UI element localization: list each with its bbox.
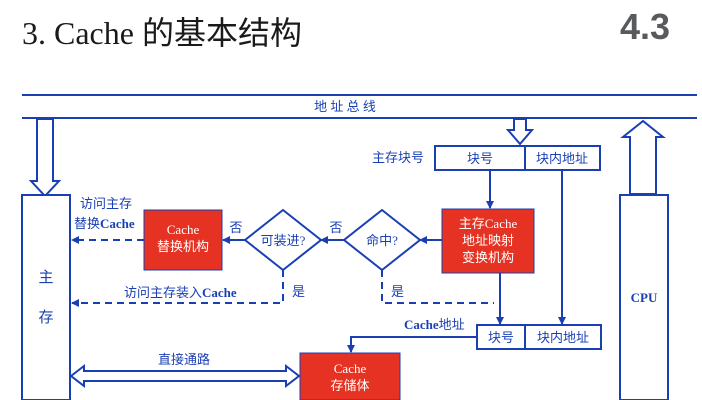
can-load-no-label: 否 xyxy=(229,220,242,235)
access-main-replace-label-2: 替换Cache xyxy=(74,216,135,231)
access-main-load-label: 访问主存装入Cache xyxy=(124,285,237,300)
cache-block-no-field: 块号 xyxy=(488,330,514,345)
main-memory-box: 主 存 xyxy=(21,194,71,400)
can-load-yes-label: 是 xyxy=(292,284,305,299)
cpu-box: CPU xyxy=(619,194,669,400)
block-no-field: 块号 xyxy=(467,151,493,166)
main-memory-block-no-label: 主存块号 xyxy=(372,150,424,165)
address-mapping-box: 主存Cache 地址映射 变换机构 xyxy=(441,208,535,274)
cache-replace-box: Cache 替换机构 xyxy=(143,209,223,271)
section-number: 4.3 xyxy=(619,6,670,47)
storage-label-2: 存储体 xyxy=(330,378,369,393)
cpu-to-bus-arrow xyxy=(620,119,666,195)
hit-decision: 命中? xyxy=(342,208,422,272)
page-title: 3. Cache 的基本结构 xyxy=(22,15,302,51)
can-load-decision: 可装进? xyxy=(243,208,323,272)
address-bus-label: 地 址 总 线 xyxy=(314,99,376,114)
cache-address-to-storage-arrow xyxy=(347,336,477,353)
direct-path-label: 直接通路 xyxy=(158,352,210,367)
cache-address-register: 块号 块内地址 xyxy=(476,324,602,350)
hit-label: 命中? xyxy=(366,233,398,248)
hit-no-label: 否 xyxy=(329,220,342,235)
hit-yes-label: 是 xyxy=(391,284,404,299)
direct-path-arrow xyxy=(69,363,301,389)
address-bus: 地 址 总 线 xyxy=(22,94,697,119)
cache-address-label: Cache地址 xyxy=(404,317,465,332)
bus-to-main-memory-arrow xyxy=(28,118,62,198)
mapping-label-2: 地址映射 xyxy=(462,233,514,248)
replace-label-2: 替换机构 xyxy=(157,239,209,254)
mapping-label-3: 变换机构 xyxy=(462,250,514,265)
main-memory-address-register: 块号 块内地址 xyxy=(434,145,601,171)
replace-label-1: Cache xyxy=(167,222,200,237)
cache-storage-box: Cache 存储体 xyxy=(299,352,401,400)
cpu-label: CPU xyxy=(631,290,658,305)
cache-in-block-address-field: 块内地址 xyxy=(537,330,589,345)
in-block-address-field: 块内地址 xyxy=(536,151,588,166)
mapping-label-1: 主存Cache xyxy=(459,216,518,231)
can-load-label: 可装进? xyxy=(261,233,306,248)
main-memory-label-1: 主 xyxy=(38,269,53,286)
bus-to-block-register-arrow xyxy=(505,118,535,146)
can-load-yes-arrow xyxy=(71,270,284,307)
main-memory-label-2: 存 xyxy=(38,309,53,326)
access-main-replace-label-1: 访问主存 xyxy=(80,196,132,211)
storage-label-1: Cache xyxy=(334,361,367,376)
